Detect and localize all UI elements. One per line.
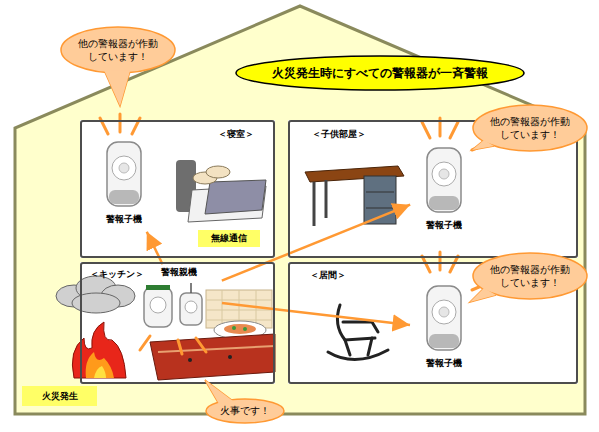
callout-bubble: 火事です！ xyxy=(205,398,285,424)
alarm-sensor xyxy=(432,300,456,324)
alarm-cord xyxy=(190,283,192,293)
callout-text: 他の警報器が作動しています！ xyxy=(487,263,573,289)
alarm-unit: 警報子機 xyxy=(412,146,476,236)
alarm-body xyxy=(107,142,141,206)
callout-text: 他の警報器が作動しています！ xyxy=(75,37,161,63)
bubble-ellipse xyxy=(473,105,587,151)
bubble-ellipse xyxy=(206,399,284,423)
alarm-icon xyxy=(99,140,149,210)
desk xyxy=(305,166,404,226)
alarm-sensor xyxy=(112,156,136,180)
alarm-icon xyxy=(419,146,469,216)
bubble-ellipse xyxy=(61,27,175,73)
callout-bubble: 他の警報器が作動しています！ xyxy=(60,26,176,74)
alarm-stripe xyxy=(146,285,170,290)
wireless-arrow xyxy=(147,232,163,264)
alarm-sensor xyxy=(150,297,166,313)
title-text: 火災発生時にすべての警報器が一斉警報 xyxy=(272,65,488,82)
alarm-sensor xyxy=(185,301,197,313)
label-text: 警報子機 xyxy=(412,219,476,232)
alarm-unit: 警報子機 xyxy=(92,140,156,230)
alarm-center xyxy=(119,163,129,173)
alarm-base xyxy=(429,196,459,210)
bubble-tail xyxy=(205,380,233,404)
alarm-center xyxy=(439,307,449,317)
alarm-base xyxy=(429,334,459,348)
bubble-tail-fill xyxy=(470,288,496,302)
title-ellipse: 火災発生時にすべての警報器が一斉警報 xyxy=(235,55,525,91)
house-outline xyxy=(15,6,585,414)
room-heading: ＜キッチン＞ xyxy=(90,268,144,281)
alarm-unit: 警報親機 xyxy=(138,266,220,330)
callout-text: 他の警報器が作動しています！ xyxy=(487,115,573,141)
alarm-body xyxy=(144,287,172,327)
wireless-arrow xyxy=(222,303,410,325)
alarm-body xyxy=(427,286,461,350)
room-floor xyxy=(80,120,578,384)
bubble-tail-fill xyxy=(104,70,130,106)
room-box: ＜寝室＞ 警報子機無線通信 xyxy=(80,120,275,258)
bubble-outline xyxy=(472,104,588,152)
parent-alarm-icon xyxy=(138,281,208,329)
alarm-body xyxy=(427,148,461,212)
label-text: 警報親機 xyxy=(138,266,220,279)
bubble-tail xyxy=(104,70,130,106)
label-box: 無線通信 xyxy=(198,230,260,247)
alarm-icon xyxy=(419,284,469,354)
room-heading: ＜居間＞ xyxy=(310,269,346,282)
bubble-tail-fill xyxy=(472,140,494,150)
alarm-rays xyxy=(100,114,486,354)
label-text: 警報子機 xyxy=(412,357,476,370)
smoke-cloud xyxy=(56,276,135,313)
bubble-outline xyxy=(60,26,176,74)
alarm-sensor xyxy=(432,162,456,186)
bubble-tail-fill xyxy=(205,380,233,404)
label-box: 火災発生 xyxy=(22,386,97,406)
alarm-body xyxy=(180,293,202,325)
room-heading: ＜子供部屋＞ xyxy=(312,128,366,141)
label-text: 警報子機 xyxy=(92,213,156,226)
label-text: 無線通信 xyxy=(211,232,247,245)
alarm-unit: 警報子機 xyxy=(412,284,476,374)
alarm-center xyxy=(439,169,449,179)
callout-bubble: 他の警報器が作動しています！ xyxy=(472,104,588,152)
callout-text: 火事です！ xyxy=(220,404,270,418)
bubble-ellipse xyxy=(236,56,524,90)
callout-bubble: 他の警報器が作動しています！ xyxy=(472,252,588,300)
room-heading: ＜寝室＞ xyxy=(218,128,254,141)
alarm-base xyxy=(109,190,139,204)
bed xyxy=(176,160,266,222)
bubble-outline xyxy=(472,252,588,300)
room-box: ＜キッチン＞警報親機 xyxy=(80,262,275,384)
label-text: 火災発生 xyxy=(42,390,78,403)
rocking-chair xyxy=(328,305,388,360)
